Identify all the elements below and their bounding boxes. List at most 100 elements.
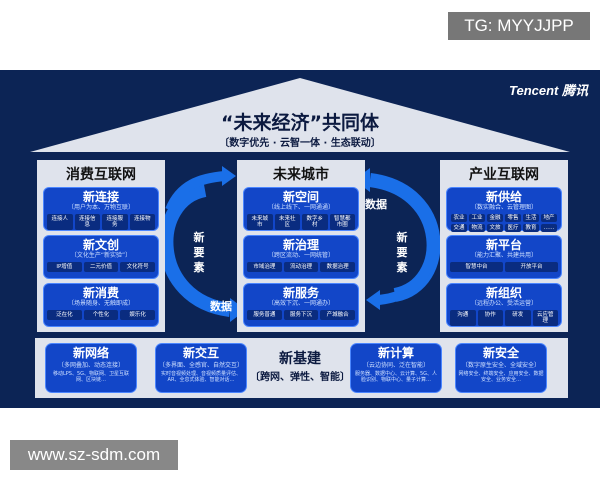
card-title: 新空间 bbox=[282, 190, 319, 204]
chip: 连接物 bbox=[129, 214, 155, 230]
label-new-elements-left: 新要素 bbox=[193, 231, 205, 274]
card-title: 新连接 bbox=[82, 190, 119, 204]
infrastructure-band: 新基建 〔跨网、弹性、智能〕 新网络〔多网叠加、动态连接〕移动LPS、5G、物联… bbox=[35, 338, 568, 398]
card-subtitle: 〔跨区流动、一网统管〕 bbox=[267, 252, 334, 259]
arrow-left-arc bbox=[159, 183, 232, 317]
card-title: 新计算 bbox=[377, 346, 414, 360]
chip: 连接人 bbox=[47, 214, 73, 230]
base-card: 新交互〔多界面、全感官、自然交互〕实时音视频处理、音视频质量评估、AR、全息式体… bbox=[155, 343, 247, 393]
column-title: 消费互联网 bbox=[66, 167, 136, 183]
column-1: 未来城市新空间〔线上线下、一网通通〕未来城市未来社区数字乡村智慧都市圈新治理〔跨… bbox=[237, 160, 365, 332]
chip: 未来城市 bbox=[247, 214, 273, 230]
card-text: 实时音视频处理、音视频质量评估、AR、全息式体验、智能对话… bbox=[160, 371, 241, 383]
chip: 协作 bbox=[477, 310, 503, 326]
chip: 生活 bbox=[523, 214, 539, 222]
base-title: 新基建 bbox=[279, 351, 321, 367]
card: 新服务〔高效下沉、一网通办〕服务普通服务下沉产城融合 bbox=[243, 283, 359, 327]
card: 新平台〔能力汇聚、共建共用〕智慧中台开放平台 bbox=[446, 235, 562, 279]
card-title: 新文创 bbox=[82, 238, 119, 252]
arrow-top-curve bbox=[165, 171, 226, 213]
card-subtitle: 〔用户为本、万物互联〕 bbox=[67, 204, 134, 211]
chip: 物流 bbox=[469, 224, 485, 232]
card-title: 新组织 bbox=[485, 286, 522, 300]
card: 新连接〔用户为本、万物互联〕连接人连接信息连接服务连接物 bbox=[43, 187, 159, 231]
card-title: 新服务 bbox=[282, 286, 319, 300]
roof-and-arrows bbox=[30, 78, 570, 322]
diagram-panel: Tencent 腾讯 “未来经济”共同体 〔数字优先 · 云智一体 · 生态联动… bbox=[0, 70, 600, 408]
card-title: 新安全 bbox=[482, 346, 519, 360]
card-title: 新治理 bbox=[282, 238, 319, 252]
roof bbox=[30, 78, 570, 152]
card: 新消费〔场景随身、无触即成〕泛在化个性化娱乐化 bbox=[43, 283, 159, 327]
chip: 金融 bbox=[487, 214, 503, 222]
card-subtitle: 〔远程办公、受活运营〕 bbox=[470, 300, 537, 307]
chip: 数据治理 bbox=[320, 262, 356, 272]
card-title: 新交互 bbox=[182, 346, 219, 360]
card: 新空间〔线上线下、一网通通〕未来城市未来社区数字乡村智慧都市圈 bbox=[243, 187, 359, 231]
chip: 智慧都市圈 bbox=[329, 214, 355, 230]
page-title: “未来经济”共同体 bbox=[221, 112, 379, 134]
column-2: 产业互联网新供给〔数实融合、云管理图〕农业工业金融零售生活地产交通物流文旅医疗教… bbox=[440, 160, 568, 332]
chip: 沟通 bbox=[450, 310, 476, 326]
watermark-top: TG: MYYJJPP bbox=[448, 12, 590, 40]
chip: 文旅 bbox=[487, 224, 503, 232]
base-card: 新计算〔云边协同、泛在智能〕服务器、数据中心、云计算、5G、人脸识别、物联中心、… bbox=[350, 343, 442, 393]
base-subtitle: 〔跨网、弹性、智能〕 bbox=[250, 372, 350, 383]
card-subtitle: 〔高效下沉、一网通办〕 bbox=[267, 300, 334, 307]
chip: 流动治理 bbox=[283, 262, 319, 272]
card-text: 网络安全、终端安全、应用安全、数据安全、业务安全… bbox=[458, 371, 544, 383]
card-subtitle: 〔文化生产“新实验”〕 bbox=[70, 252, 132, 259]
chip: 连接服务 bbox=[102, 214, 128, 230]
arrow-top-head bbox=[222, 166, 236, 186]
chip: 医疗 bbox=[505, 224, 521, 232]
chip: 零售 bbox=[505, 214, 521, 222]
watermark-bottom: www.sz-sdm.com bbox=[10, 440, 178, 470]
chip: 研发 bbox=[505, 310, 531, 326]
chip: 服务普通 bbox=[247, 310, 282, 320]
arrow-bottom-curve bbox=[377, 258, 435, 305]
chip: 云应管理 bbox=[532, 310, 558, 326]
card: 新治理〔跨区流动、一网统管〕市域治理流动治理数据治理 bbox=[243, 235, 359, 279]
label-data-top: 数据 bbox=[365, 198, 387, 211]
chip: 娱乐化 bbox=[120, 310, 156, 320]
card-subtitle: 〔数字原生安全、全域安全〕 bbox=[461, 362, 540, 369]
chip: 数字乡村 bbox=[302, 214, 328, 230]
column-0: 消费互联网新连接〔用户为本、万物互联〕连接人连接信息连接服务连接物新文创〔文化生… bbox=[37, 160, 165, 332]
label-new-elements-right: 新要素 bbox=[396, 231, 408, 274]
base-title-block: 新基建 〔跨网、弹性、智能〕 bbox=[245, 348, 355, 383]
chip: 教育 bbox=[523, 224, 539, 232]
card-title: 新平台 bbox=[485, 238, 522, 252]
chip: 工业 bbox=[469, 214, 485, 222]
chip: 泛在化 bbox=[47, 310, 82, 320]
tencent-logo: Tencent 腾讯 bbox=[509, 83, 588, 98]
chip: 连接信息 bbox=[74, 214, 100, 230]
column-title: 产业互联网 bbox=[469, 167, 539, 183]
chip: 产城融合 bbox=[320, 310, 356, 320]
card-title: 新消费 bbox=[82, 286, 119, 300]
card-subtitle: 〔场景随身、无触即成〕 bbox=[67, 300, 134, 307]
chip: 个性化 bbox=[83, 310, 119, 320]
card-subtitle: 〔能力汇聚、共建共用〕 bbox=[470, 252, 537, 259]
card-title: 新供给 bbox=[485, 190, 522, 204]
chip: 二元价值 bbox=[83, 262, 119, 272]
chip: 未来社区 bbox=[274, 214, 300, 230]
card-subtitle: 〔数实融合、云管理图〕 bbox=[470, 204, 537, 211]
chip: 文化符号 bbox=[120, 262, 156, 272]
card-text: 服务器、数据中心、云计算、5G、人脸识别、物联中心、量子计算… bbox=[354, 371, 438, 383]
chip: 智慧中台 bbox=[450, 262, 503, 272]
label-data-bottom: 数据 bbox=[210, 300, 232, 313]
chip: 开放平台 bbox=[505, 262, 558, 272]
chip: 市域治理 bbox=[247, 262, 282, 272]
card-subtitle: 〔多网叠加、动态连接〕 bbox=[57, 362, 124, 369]
card-subtitle: 〔云边协同、泛在智能〕 bbox=[362, 362, 429, 369]
chip: 交通 bbox=[451, 224, 467, 232]
page-subtitle: 〔数字优先 · 云智一体 · 生态联动〕 bbox=[219, 138, 381, 149]
card-subtitle: 〔线上线下、一网通通〕 bbox=[267, 204, 334, 211]
card-text: 移动LPS、5G、物联网、卫星互联网、区块链… bbox=[52, 371, 130, 383]
column-title: 未来城市 bbox=[273, 167, 329, 183]
chip: …… bbox=[541, 224, 557, 232]
card: 新文创〔文化生产“新实验”〕IP增值二元价值文化符号 bbox=[43, 235, 159, 279]
card: 新供给〔数实融合、云管理图〕农业工业金融零售生活地产交通物流文旅医疗教育…… bbox=[446, 187, 562, 232]
chip: 农业 bbox=[451, 214, 467, 222]
chip: 地产 bbox=[541, 214, 557, 222]
